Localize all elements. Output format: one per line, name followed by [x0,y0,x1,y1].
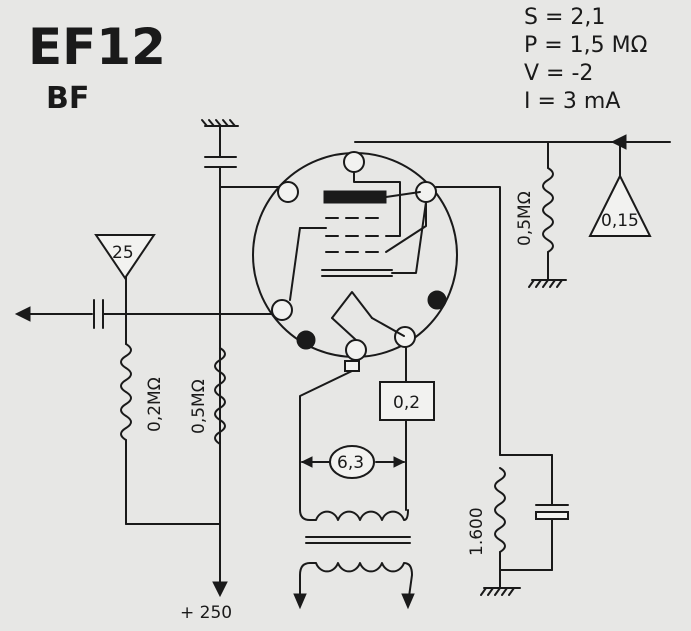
grid-input: 25 [14,234,273,329]
screen-resistor-label: 0,5MΩ [189,379,209,434]
heater-current-label: 0,2 [393,393,420,413]
spec-list: S = 2,1 P = 1,5 MΩ V = -2 I = 3 mA [524,5,647,114]
supply-label: + 250 [180,603,232,623]
heater-circuit: 0,2 6,3 [299,346,435,511]
tube-subtitle: BF [46,81,89,116]
tube-title: EF12 [28,18,166,76]
spec-p: P = 1,5 MΩ [524,33,647,58]
plate-circuit: 0,5MΩ 0,15 [354,134,671,288]
cathode-circuit: 1.600 [435,186,569,596]
supply: + 250 [180,581,232,623]
tube-electrodes [289,171,427,341]
screen-decoupling [201,119,239,591]
plate-resistor-label: 0,5MΩ [515,191,535,246]
tube-pins [271,151,447,361]
cathode-resistor-label: 1.600 [467,507,487,556]
grid-resistor-label: 0,2MΩ [145,377,165,432]
grid-resistor: 0,2MΩ [120,313,221,525]
spec-i: I = 3 mA [524,89,620,114]
spec-s: S = 2,1 [524,5,605,30]
screen-resistor: 0,5MΩ [189,347,226,445]
heater-voltage-label: 6,3 [337,453,364,473]
spec-v: V = -2 [524,61,593,86]
heater-transformer [293,509,415,610]
input-cap-label: 25 [112,243,134,263]
output-cap-label: 0,15 [601,211,639,231]
